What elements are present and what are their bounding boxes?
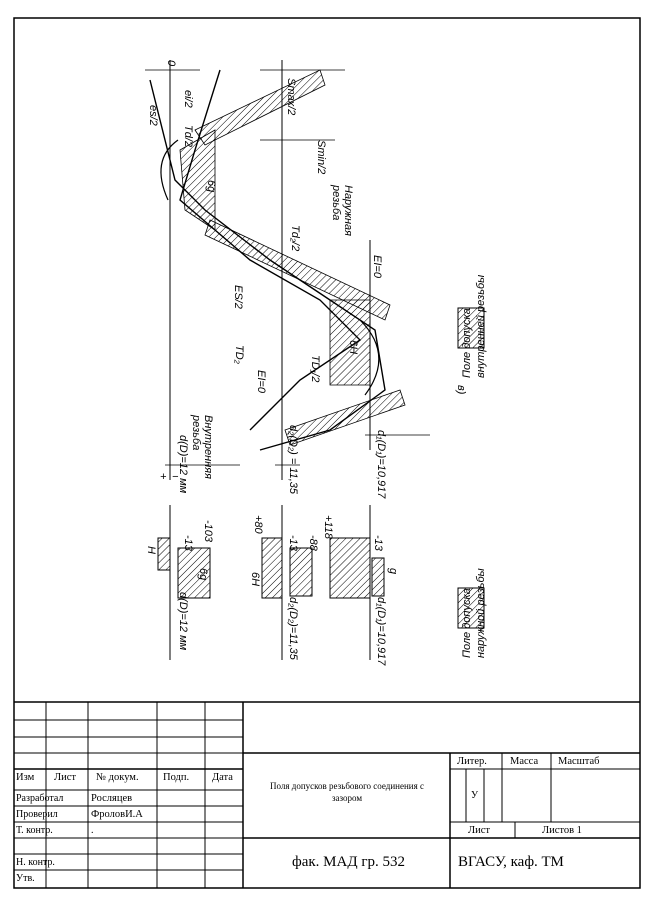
label-minus: −	[172, 471, 179, 483]
label-minus103: -103	[202, 520, 214, 543]
label-ei0-a: EI=0	[255, 370, 267, 394]
tol-7g-pitch	[289, 547, 313, 597]
label-plus: +	[160, 471, 167, 483]
label-variant: в)	[455, 385, 467, 395]
document-title: Поля допусков резьбового соединения с за…	[269, 781, 425, 803]
label-minus13-c: -13	[372, 535, 384, 552]
tol-6g-major	[177, 547, 211, 599]
label-6H-b: 6H	[249, 572, 261, 586]
hdr-doc-no: № докум.	[96, 772, 139, 783]
scale-label: Масштаб	[558, 756, 600, 767]
label-tol-int2: внутренней резьбы	[475, 275, 487, 378]
label-Td2: Td/2	[182, 125, 194, 147]
label-d-major-b: d(D)=12 мм	[177, 592, 189, 651]
label-minus88: -88	[307, 535, 319, 552]
hdr-sign: Подп.	[163, 772, 190, 783]
label-plus80: +80	[252, 515, 264, 535]
label-minus13-b: -13	[287, 535, 299, 552]
tol-6H-pitch	[261, 537, 283, 599]
mass-label: Масса	[510, 756, 539, 767]
row-n-control: Н. контр.	[16, 857, 55, 868]
hatch-6g-zone	[179, 129, 216, 231]
hdr-izm: Изм	[16, 772, 35, 783]
label-ei0-b: EI=0	[371, 255, 383, 279]
sheet-label: Лист	[468, 825, 490, 836]
label-d-minor: d₁(D₁)=10,917	[375, 430, 387, 499]
label-d-minor-b: d₁(D₁)=10,917	[375, 597, 387, 666]
label-outer-thread: Наружная	[342, 185, 354, 236]
label-minus13-a: -13	[182, 535, 194, 552]
stamp-grid	[14, 702, 640, 888]
root-curve-left	[160, 139, 179, 201]
checker-name: ФроловИ.А	[91, 809, 143, 820]
label-tol-ext: Поле допуска	[461, 588, 473, 658]
label-d-pitch-b: d₂(D₂)=11,35	[287, 597, 299, 661]
label-g: g	[387, 568, 399, 575]
hatch-6H-zone	[329, 299, 371, 386]
tol-H-major	[157, 537, 171, 571]
label-d-pitch: d₂(D₂) = 11,35	[287, 425, 299, 495]
label-TD2: TD₂	[233, 345, 245, 365]
label-d-major: d(D)=12 мм	[177, 435, 189, 494]
legend-ext-box	[457, 587, 485, 629]
legend-int-box	[457, 307, 485, 349]
label-inner-thread2: резьба	[190, 414, 202, 450]
tol-g-minor	[371, 557, 385, 597]
sheets-label: Листов 1	[542, 825, 582, 836]
label-tol-int: Поле допуска	[461, 308, 473, 378]
label-6g: 6g	[205, 180, 217, 193]
developer-name: Росляцев	[91, 793, 133, 804]
row-approved: Утв.	[16, 873, 35, 884]
label-tol-ext2: наружной резьбы	[475, 568, 487, 658]
label-plus118: +118	[322, 515, 334, 540]
organization-label: ВГАСУ, каф. ТМ	[458, 854, 564, 870]
litera-label: Литер.	[457, 756, 487, 767]
group-label: фак. МАД гр. 532	[292, 854, 405, 870]
label-6g-b: 6g	[197, 568, 209, 581]
label-s-min: Smin/2	[315, 140, 327, 174]
hdr-date: Дата	[212, 772, 233, 783]
row-developed: Разработал	[16, 793, 64, 804]
label-H: H	[145, 546, 157, 554]
row-checked: Проверил	[16, 809, 58, 820]
tol-6H-minor	[329, 537, 371, 599]
label-ES2: ES/2	[232, 285, 244, 309]
label-s-max: Smax/2	[285, 78, 297, 115]
sheet-frame	[13, 17, 641, 889]
label-inner-thread: Внутренняя	[202, 415, 214, 479]
label-ei2: ei/2	[182, 90, 194, 108]
label-es2: es/2	[147, 105, 159, 126]
root-curve-right	[359, 319, 380, 396]
t-control-value: .	[91, 825, 94, 836]
hdr-list: Лист	[54, 772, 76, 783]
row-t-control: Т. контр.	[16, 825, 53, 836]
label-6H: 6H	[347, 340, 359, 354]
label-zero: 0	[165, 60, 177, 67]
label-outer-thread2: резьба	[330, 184, 342, 220]
litera-value: У	[471, 790, 479, 801]
hatch-band-mid	[204, 219, 391, 321]
label-Td22: Td₂/2	[289, 225, 301, 251]
hatch-band-lower	[284, 389, 406, 446]
label-TD1: TD₁/2	[309, 355, 321, 382]
